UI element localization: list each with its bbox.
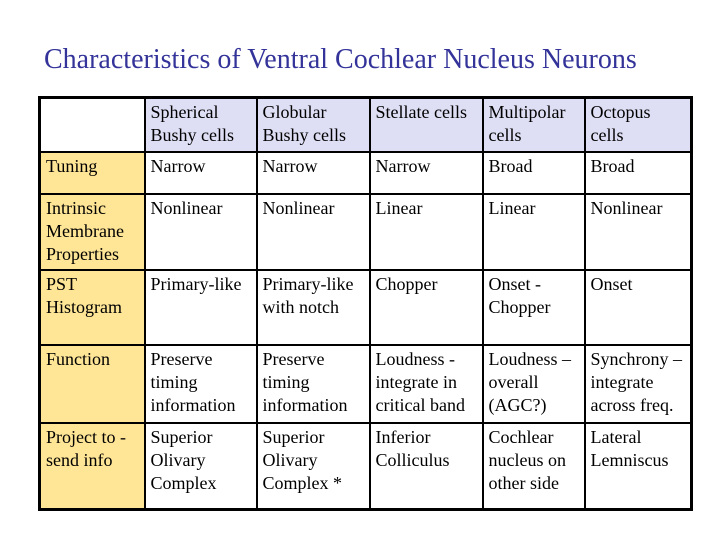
- table-cell: Broad: [583, 150, 693, 195]
- column-header-stellate-cells: Stellate cells: [368, 96, 484, 153]
- table-cell: Preserve timing information: [143, 343, 258, 424]
- table-cell: Chopper: [368, 268, 484, 346]
- table-cell: Onset - Chopper: [481, 268, 586, 346]
- table-cell: Nonlinear: [143, 192, 258, 271]
- table-row-pst-histogram: PST Histogram Primary-like Primary-like …: [38, 268, 693, 346]
- table-cell: Lateral Lemniscus: [583, 421, 693, 511]
- column-header-multipolar-cells: Multipolar cells: [481, 96, 586, 153]
- table-cell: Cochlear nucleus on other side: [481, 421, 586, 511]
- row-header-project-to-send-info: Project to - send info: [38, 421, 146, 511]
- table-header-row: Spherical Bushy cells Globular Bushy cel…: [38, 96, 693, 153]
- column-header-octopus-cells: Octopus cells: [583, 96, 693, 153]
- row-header-pst-histogram: PST Histogram: [38, 268, 146, 346]
- table-cell: Inferior Colliculus: [368, 421, 484, 511]
- row-header-function: Function: [38, 343, 146, 424]
- corner-cell: [38, 96, 146, 153]
- table-cell: Nonlinear: [255, 192, 371, 271]
- row-header-tuning: Tuning: [38, 150, 146, 195]
- table-cell: Onset: [583, 268, 693, 346]
- table-cell: Synchrony – integrate across freq.: [583, 343, 693, 424]
- table-row-project-to: Project to - send info Superior Olivary …: [38, 421, 693, 511]
- table-cell: Superior Olivary Complex: [143, 421, 258, 511]
- table-cell: Primary-like with notch: [255, 268, 371, 346]
- table-row-tuning: Tuning Narrow Narrow Narrow Broad Broad: [38, 150, 693, 195]
- table-cell: Nonlinear: [583, 192, 693, 271]
- table-cell: Narrow: [143, 150, 258, 195]
- table-cell: Preserve timing information: [255, 343, 371, 424]
- slide-title: Characteristics of Ventral Cochlear Nucl…: [44, 44, 637, 75]
- column-header-spherical-bushy-cells: Spherical Bushy cells: [143, 96, 258, 153]
- table-cell: Loudness - integrate in critical band: [368, 343, 484, 424]
- neuron-characteristics-table: Spherical Bushy cells Globular Bushy cel…: [38, 96, 693, 512]
- table-row-function: Function Preserve timing information Pre…: [38, 343, 693, 424]
- table-row-intrinsic-membrane-properties: Intrinsic Membrane Properties Nonlinear …: [38, 192, 693, 271]
- table-cell: Linear: [368, 192, 484, 271]
- column-header-globular-bushy-cells: Globular Bushy cells: [255, 96, 371, 153]
- table-cell: Loudness – overall (AGC?): [481, 343, 586, 424]
- table-cell: Broad: [481, 150, 586, 195]
- row-header-intrinsic-membrane-properties: Intrinsic Membrane Properties: [38, 192, 146, 271]
- table-cell: Superior Olivary Complex *: [255, 421, 371, 511]
- table-cell: Primary-like: [143, 268, 258, 346]
- table-cell: Linear: [481, 192, 586, 271]
- table-cell: Narrow: [255, 150, 371, 195]
- table-cell: Narrow: [368, 150, 484, 195]
